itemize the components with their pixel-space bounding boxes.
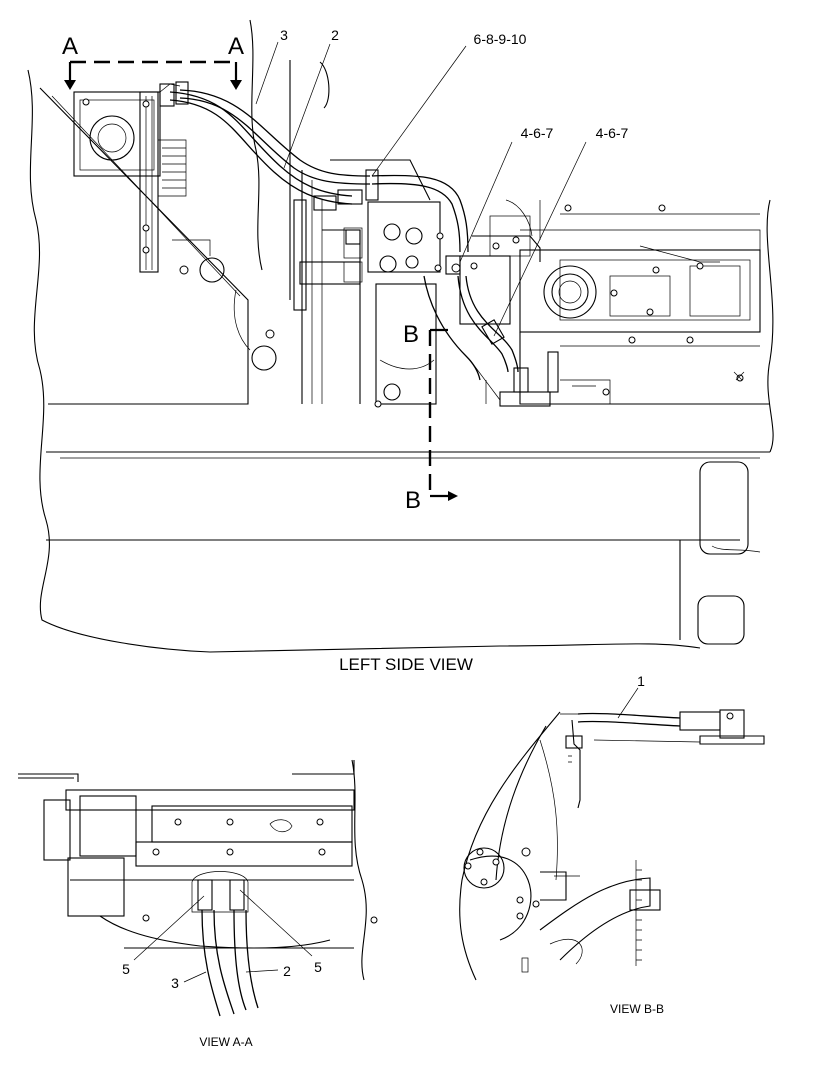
main-callouts: 3 2 6-8-9-10 4-6-7 4-6-7 [255, 27, 629, 337]
section-b-top-label: B [403, 321, 419, 348]
section-b-marker: B B [403, 321, 458, 514]
fitting-icon [197, 879, 213, 911]
callout-4-6-7-b: 4-6-7 [596, 125, 629, 141]
view-aa-callout-5-left: 5 [122, 961, 130, 977]
fitting-icon [159, 83, 175, 107]
section-arrow-icon [448, 491, 458, 501]
view-bb-title: VIEW B-B [610, 1002, 664, 1016]
view-bb-callout-1: 1 [637, 673, 645, 689]
view-aa-callout-5-right: 5 [314, 959, 322, 975]
callout-2: 2 [331, 27, 339, 43]
section-b-bottom-label: B [405, 487, 421, 514]
view-a-a: 5 3 2 5 VIEW A-A [18, 759, 378, 1049]
section-a-marker: A A [62, 33, 244, 90]
view-aa-callout-3: 3 [171, 975, 179, 991]
left-side-view [27, 19, 774, 653]
fitting-icon [365, 169, 379, 201]
callout-4-6-7-a: 4-6-7 [521, 125, 554, 141]
hose-icon [169, 89, 519, 381]
view-b-b: 1 VIEW B-B [459, 673, 765, 1016]
section-a-right-label: A [228, 33, 244, 60]
section-arrow-icon [230, 80, 242, 90]
fitting-icon [229, 879, 245, 911]
callout-3: 3 [280, 27, 288, 43]
left-side-view-title: LEFT SIDE VIEW [339, 655, 473, 674]
callout-6-8-9-10: 6-8-9-10 [474, 31, 527, 47]
view-aa-callout-2: 2 [283, 963, 291, 979]
section-a-left-label: A [62, 33, 78, 60]
section-arrow-icon [64, 80, 76, 90]
view-aa-title: VIEW A-A [199, 1035, 252, 1049]
